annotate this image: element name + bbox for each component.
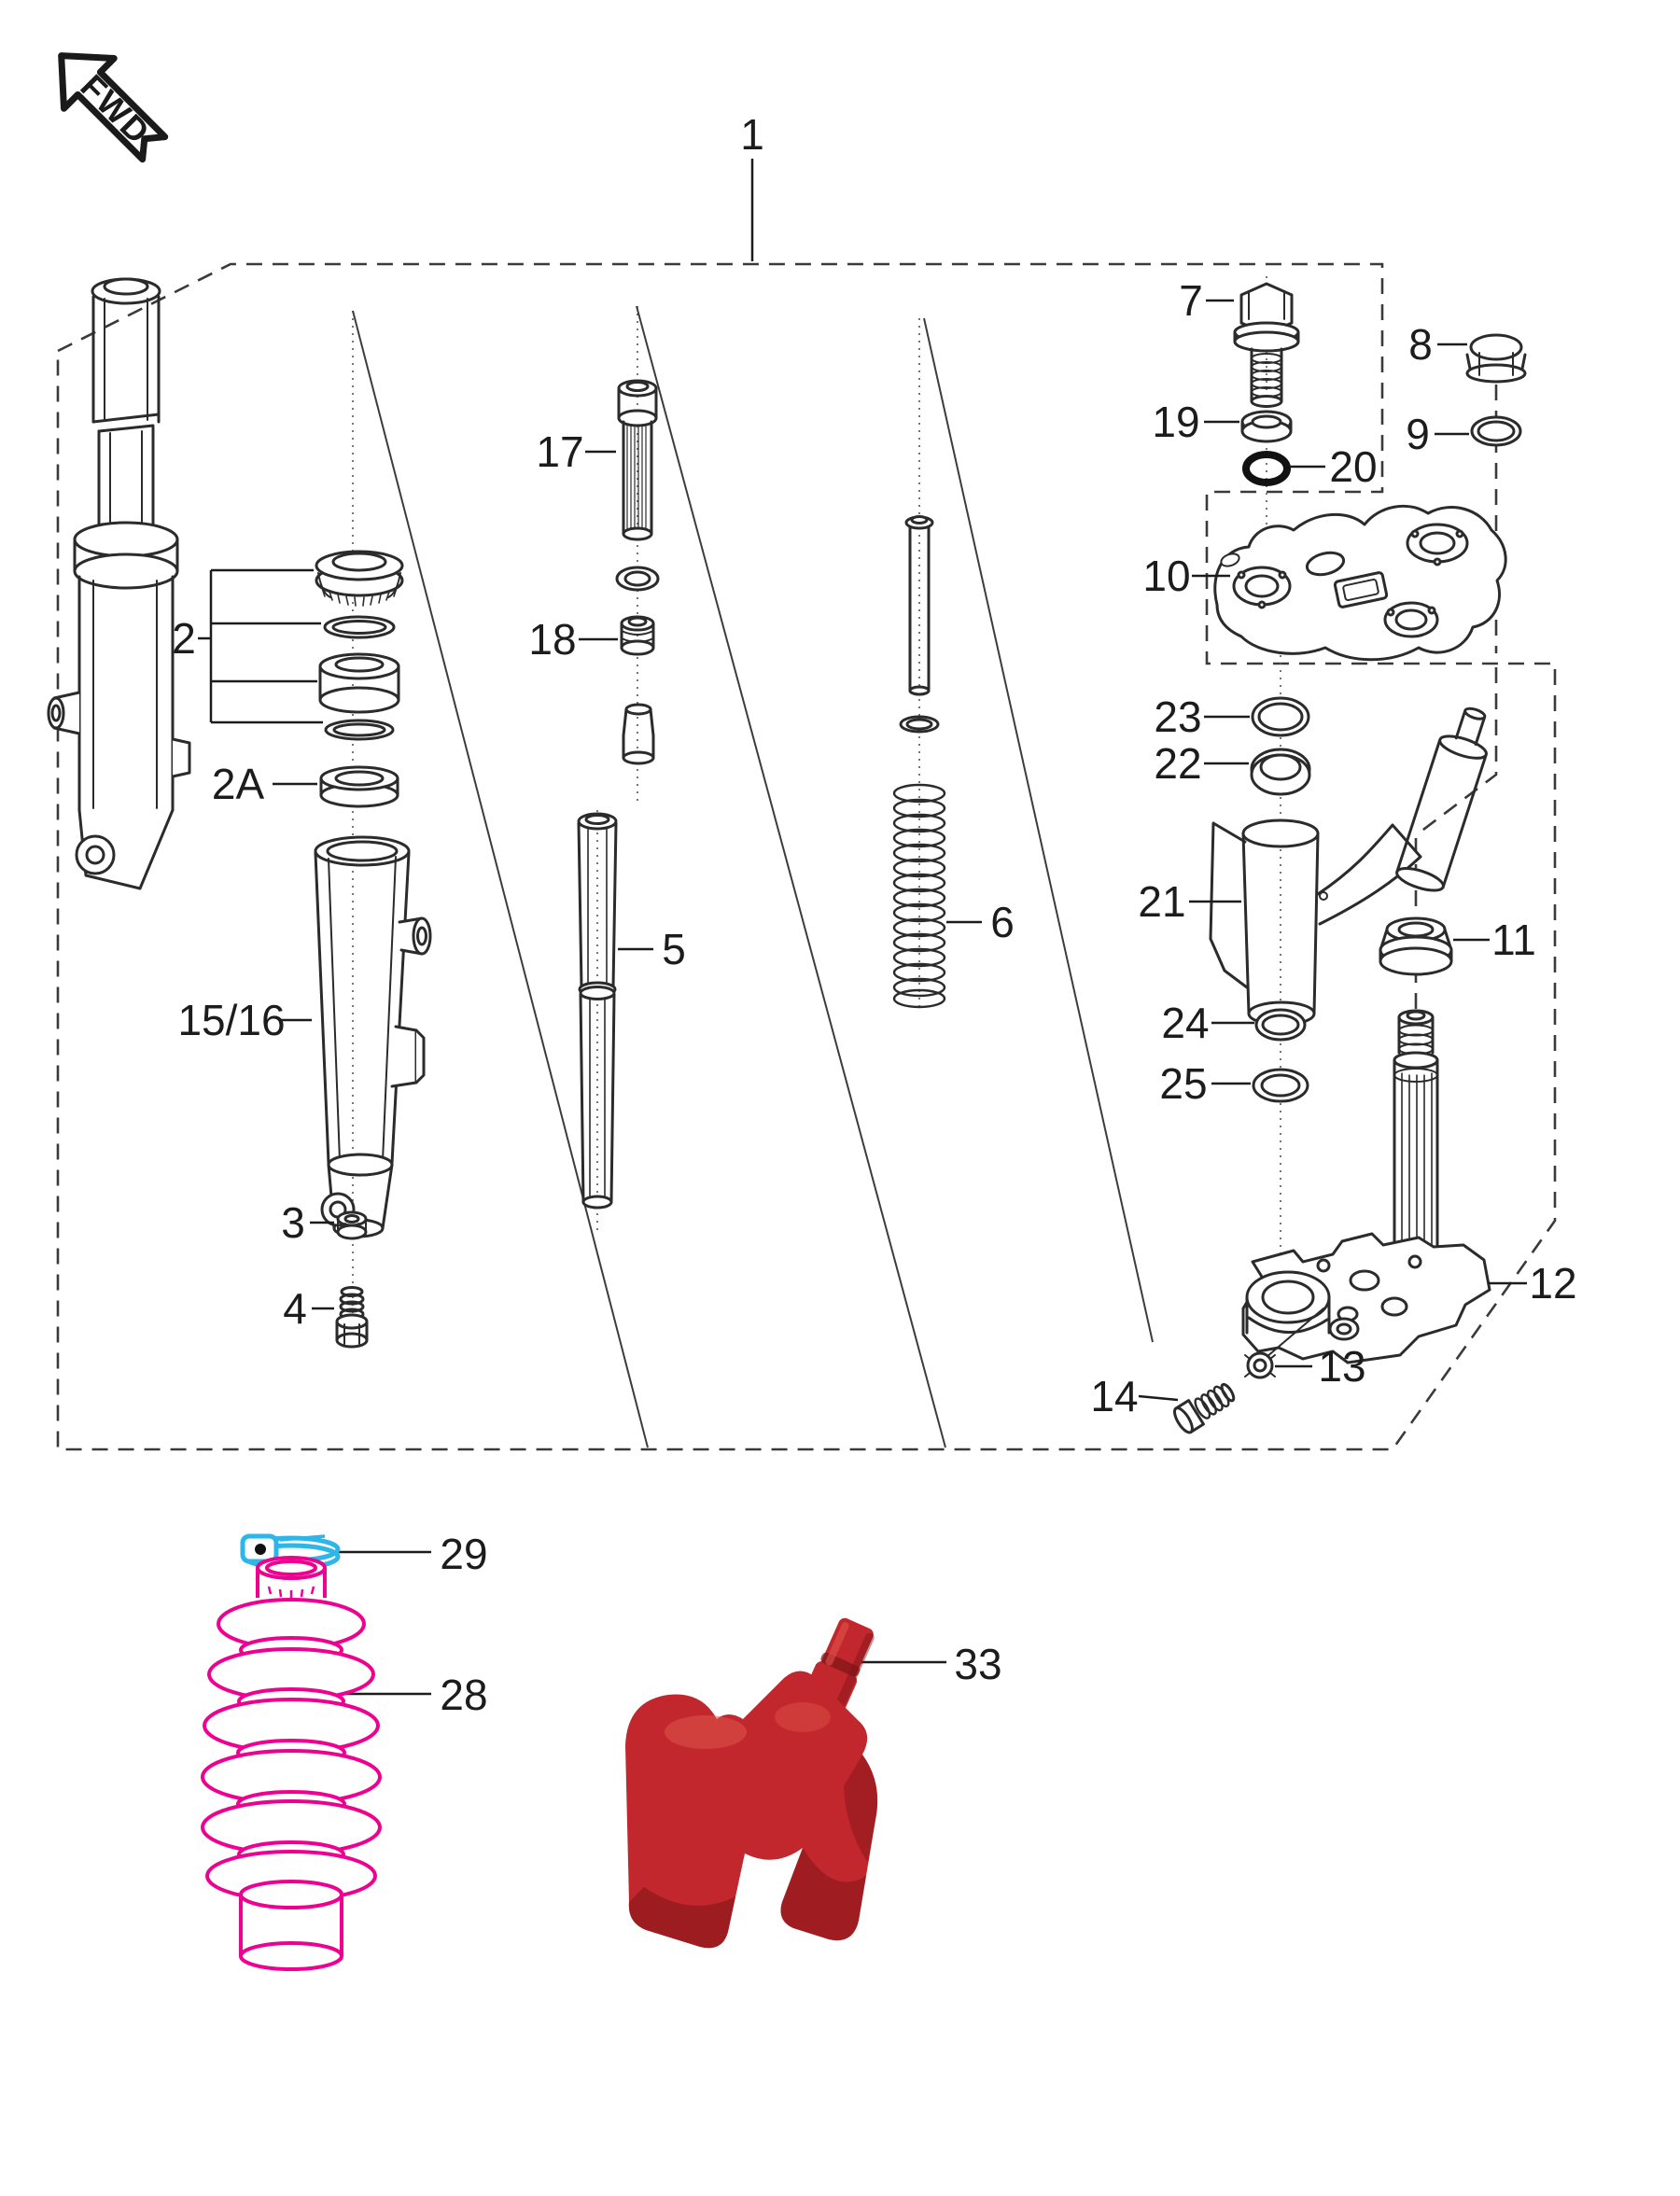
part-18-bushing bbox=[620, 615, 655, 656]
part-14-bolt bbox=[1173, 1382, 1236, 1434]
callout-label-8: 8 bbox=[1408, 320, 1433, 369]
callout-label-5: 5 bbox=[662, 925, 686, 973]
callout-label-3: 3 bbox=[281, 1198, 305, 1247]
callout-label-12: 12 bbox=[1529, 1259, 1576, 1308]
callout-label-33: 33 bbox=[954, 1640, 1001, 1688]
part-front-fork-leg-assembly bbox=[47, 277, 191, 890]
part-2a-seal bbox=[319, 765, 399, 808]
part-33-holder bbox=[625, 1617, 878, 1949]
callout-label-7: 7 bbox=[1179, 276, 1203, 325]
dashed-connector-9-11 bbox=[1415, 667, 1498, 837]
part-2-spring-seat bbox=[318, 652, 400, 714]
part-oil-lock-piece bbox=[622, 703, 655, 765]
part-12-under-bracket bbox=[1241, 1009, 1491, 1364]
callout-label-15-16: 15/16 bbox=[177, 996, 285, 1044]
part-25-ring bbox=[1252, 1068, 1309, 1103]
callout-label-2: 2 bbox=[172, 614, 196, 663]
fwd-arrow-outline bbox=[58, 52, 169, 163]
callout-label-29: 29 bbox=[440, 1530, 487, 1578]
callout-label-13: 13 bbox=[1318, 1342, 1365, 1391]
part-19-washer bbox=[1240, 410, 1293, 443]
axis-lines bbox=[352, 276, 1281, 1349]
callout-label-1: 1 bbox=[740, 110, 764, 159]
fwd-direction-icon: FWD bbox=[58, 52, 169, 163]
part-20-o-ring bbox=[1242, 451, 1291, 486]
part-3-nut bbox=[336, 1210, 368, 1240]
part-17-bolt bbox=[617, 379, 658, 541]
line-art bbox=[47, 277, 1527, 1434]
callout-label-19: 19 bbox=[1152, 398, 1199, 446]
part-9-o-ring bbox=[1470, 415, 1522, 447]
callout-label-2a: 2A bbox=[212, 760, 265, 808]
callout-label-4: 4 bbox=[283, 1284, 307, 1333]
boundary-outline bbox=[56, 262, 1557, 1451]
exploded-guide-lines bbox=[352, 305, 1154, 1448]
part-5-damper-rod bbox=[577, 812, 618, 1210]
callout-label-22: 22 bbox=[1154, 739, 1201, 788]
part-28-fork-boot bbox=[201, 1556, 382, 1971]
callout-label-23: 23 bbox=[1154, 692, 1201, 741]
callout-label-24: 24 bbox=[1161, 999, 1209, 1047]
part-8-cap-nut bbox=[1465, 333, 1527, 384]
clamp-screw-dot bbox=[255, 1544, 266, 1555]
part-21-stem-bracket bbox=[1209, 706, 1488, 1027]
part-17-washer bbox=[615, 566, 660, 592]
callout-label-28: 28 bbox=[440, 1671, 487, 1719]
part-7-flange-bolt bbox=[1233, 282, 1300, 408]
callout-label-11: 11 bbox=[1491, 916, 1536, 964]
part-23-o-ring bbox=[1251, 696, 1310, 737]
callout-label-18: 18 bbox=[528, 615, 576, 664]
callout-label-10: 10 bbox=[1142, 552, 1190, 600]
callout-label-17: 17 bbox=[536, 427, 583, 476]
callout-label-14: 14 bbox=[1090, 1372, 1138, 1420]
callout-leaders bbox=[198, 159, 1527, 1696]
spring-coils bbox=[892, 783, 946, 1009]
part-10-top-bridge bbox=[1213, 504, 1507, 662]
callout-label-25: 25 bbox=[1159, 1059, 1207, 1108]
part-6-spring bbox=[892, 515, 946, 1009]
part-15-16-outer-tube bbox=[314, 835, 432, 1238]
part-4-bolt bbox=[335, 1286, 369, 1349]
callout-label-9: 9 bbox=[1406, 410, 1430, 458]
callout-label-21: 21 bbox=[1138, 877, 1185, 926]
callout-label-6: 6 bbox=[990, 898, 1015, 946]
callout-label-20: 20 bbox=[1329, 442, 1377, 491]
part-13-nut bbox=[1244, 1308, 1324, 1379]
part-22-seal-ring bbox=[1250, 748, 1311, 796]
part-24-ring bbox=[1254, 1008, 1307, 1042]
part-group-2-cap-and-seals bbox=[315, 550, 404, 741]
part-11-bearing bbox=[1379, 916, 1453, 976]
callout-labels: 1 2 2A 3 4 5 6 7 8 9 10 11 12 13 14 15/1… bbox=[172, 110, 1576, 1719]
